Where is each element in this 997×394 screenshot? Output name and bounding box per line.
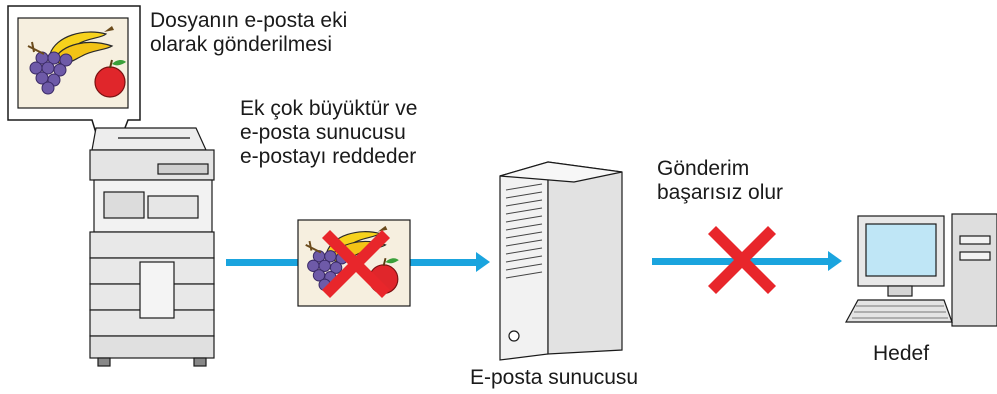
- desktop-computer-icon: [844, 213, 997, 327]
- multifunction-printer-icon: [89, 127, 215, 367]
- email-server-tower-icon: [499, 161, 623, 361]
- rejected-attachment-icon: [297, 219, 411, 307]
- rejection-note: Ek çok büyüktür ve e-posta sunucusu e-po…: [240, 97, 417, 169]
- rejection-note-line-1: Ek çok büyüktür ve: [240, 97, 418, 120]
- send-fail-note: Gönderim başarısız olur: [657, 157, 783, 205]
- rejection-note-line-3: e-postayı reddeder: [240, 145, 417, 168]
- destination-label: Hedef: [873, 342, 930, 365]
- attachment-caption-line-2: olarak gönderilmesi: [150, 33, 333, 56]
- server-label: E-posta sunucusu: [470, 366, 639, 389]
- attachment-caption-line-1: Dosyanın e-posta eki: [150, 9, 348, 32]
- send-fail-note-line-2: başarısız olur: [657, 181, 784, 204]
- send-fail-note-line-1: Gönderim: [657, 157, 750, 180]
- attachment-caption: Dosyanın e-posta eki olarak gönderilmesi: [150, 9, 347, 57]
- rejection-note-line-2: e-posta sunucusu: [240, 121, 406, 144]
